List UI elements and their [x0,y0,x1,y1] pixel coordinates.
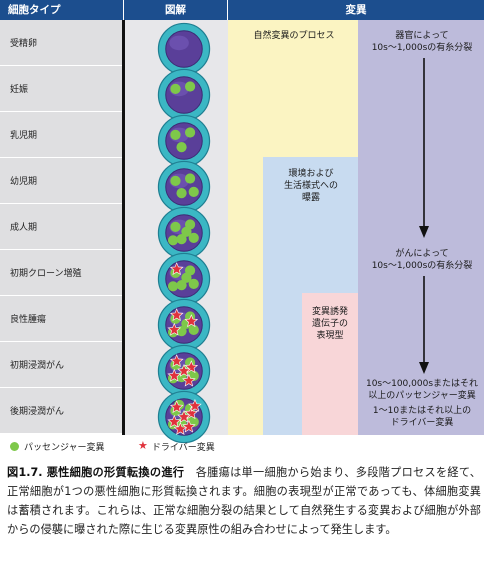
driver-count-line1: 1～10またはそれ以上の [372,406,472,416]
cancer-mitosis-line1: がんによって [395,249,449,259]
stage-row-zygote: 受精卵 [0,20,122,66]
stage-row-infancy: 乳児期 [0,112,122,158]
passenger-mutation-dot [184,127,196,138]
stage-row-adulthood: 成人期 [0,204,122,250]
passenger-mutation-dot [184,81,196,92]
cell-diagram [157,344,211,398]
stage-label: 成人期 [10,223,38,233]
driver-mutation-star [167,322,182,336]
stage-label: 初期浸潤がん [10,361,65,371]
driver-mutation-star [167,414,182,428]
passenger-mutation-dot [181,272,192,283]
passenger-count-line2: 以上のパッセンジャー変異 [368,391,476,401]
passenger-mutation-dot [176,187,187,199]
header-diagram: 図解 [124,0,228,20]
passenger-mutation-dot [170,83,181,95]
down-arrow-cancer [419,276,429,374]
driver-mutation-star [169,262,184,276]
passenger-mutation-dot [167,281,179,292]
passenger-mutation-dot [170,129,181,141]
stage-row-benign-tumor: 良性腫瘍 [0,296,122,342]
mutagen-gene-label: 変異誘発 遺伝子の 表現型 [304,306,356,342]
header-cell-type: 細胞タイプ [0,0,124,20]
passenger-mutation-dot [170,175,181,187]
passenger-mutation-dot [188,232,199,243]
mutagen-phenotype-region [302,293,358,435]
cell-diagram [157,160,211,214]
driver-mutation-star [177,363,191,377]
driver-count-label: 1～10またはそれ以上の ドライバー変異 [360,405,484,429]
caption-title: 図1.7. 悪性細胞の形質転換の進行 [7,466,185,479]
legend-driver-label: ドライバー変異 [151,442,215,453]
cancer-mitosis-label: がんによって 10s～1,000sの有糸分裂 [360,248,484,272]
passenger-mutation-dot [188,324,199,335]
passenger-mutation-dot [184,173,196,184]
cell-diagram [157,206,211,260]
passenger-mutation-dot [181,226,192,237]
header-mutation: 変異 [228,0,484,20]
passenger-mutation-dot [167,235,179,246]
stage-row-late-invasive: 後期浸潤がん [0,388,122,434]
stage-label: 初期クローン増殖 [10,269,82,279]
stage-label: 乳児期 [10,131,38,141]
nucleus-highlight [169,35,189,51]
passenger-mutation-dot [188,186,199,197]
passenger-count-line1: 10s～100,000sまたはそれ [365,379,479,389]
stage-label: 受精卵 [10,39,38,49]
passenger-mutation-dot [176,233,187,245]
environment-label: 環境および 生活様式への 曝露 [266,168,356,204]
environment-line3: 曝露 [301,193,320,203]
driver-mutation-star [169,400,184,414]
down-arrow-organ [419,58,429,238]
driver-mutation-star [182,419,196,433]
driver-mutation-star [188,398,202,412]
organ-mitosis-line2: 10s～1,000sの有糸分裂 [371,43,473,53]
stage-label: 良性腫瘍 [10,315,47,325]
figure-caption: 図1.7. 悪性細胞の形質転換の進行 各腫瘍は単一細胞から始まり、多段階プロセス… [7,463,481,539]
organ-mitosis-label: 器官によって 10s～1,000sの有糸分裂 [360,30,484,54]
legend-passenger: パッセンジャー変異 [10,439,105,453]
green-dot-icon [10,441,19,451]
organ-mitosis-line1: 器官によって [395,31,449,41]
driver-mutation-star [182,373,196,387]
stage-row-childhood: 幼児期 [0,158,122,204]
cell-diagram [157,22,211,76]
legend-driver: ★ ドライバー変異 [138,439,215,453]
passenger-mutation-dot [188,278,199,289]
cell-diagram [157,68,211,122]
cancer-mitosis-line2: 10s～1,000sの有糸分裂 [371,261,473,271]
passenger-count-label: 10s～100,000sまたはそれ 以上のパッセンジャー変異 [360,378,484,402]
legend-passenger-label: パッセンジャー変異 [24,442,105,453]
passenger-mutation-dot [176,141,187,153]
mutagen-line1: 変異誘発 [311,307,348,317]
stage-label: 後期浸潤がん [10,407,65,417]
driver-mutation-star [184,314,199,328]
driver-mutation-star [169,354,184,368]
driver-count-line2: ドライバー変異 [390,418,454,428]
passenger-mutation-dot [176,279,187,291]
driver-mutation-star [169,308,184,322]
stage-row-clonal-expansion: 初期クローン増殖 [0,250,122,296]
natural-mutation-label: 自然変異のプロセス [253,31,335,41]
cell-diagram [157,390,211,444]
mutagen-line2: 遺伝子の [311,319,348,329]
caption-text: 各腫瘍は単一細胞から始まり、多段階プロセスを経て、正常細胞が1つの悪性細胞に形質… [7,466,481,536]
stage-label: 幼児期 [10,177,38,187]
driver-mutation-star [173,422,188,435]
driver-mutation-star [167,368,182,382]
mutagen-line3: 表現型 [316,331,344,341]
passenger-mutation-dot [170,221,181,233]
stage-label: 妊娠 [10,85,29,95]
environment-line2: 生活様式への [283,181,338,191]
stage-row-early-invasive: 初期浸潤がん [0,342,122,388]
red-star-icon: ★ [138,439,148,452]
column-divider [122,20,125,435]
stage-row-pregnancy: 妊娠 [0,66,122,112]
driver-mutation-star [177,409,191,423]
environment-line1: 環境および [288,169,334,179]
